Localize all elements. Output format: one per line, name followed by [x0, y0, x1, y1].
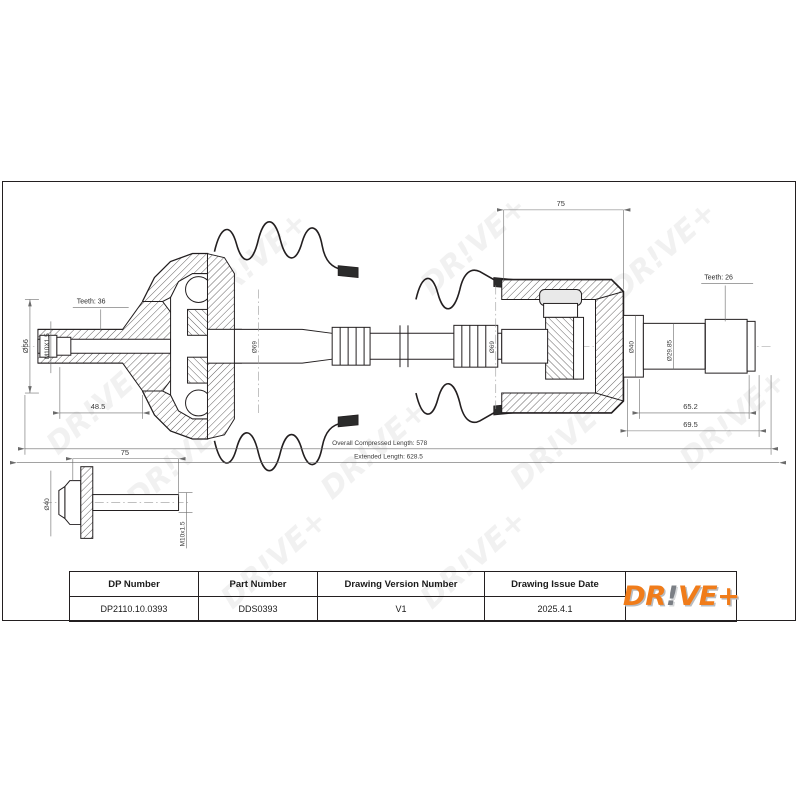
bolt-dia40-label: Ø40 [44, 498, 51, 511]
header-dp-number: DP Number [69, 571, 199, 597]
title-block-value-row: DP2110.10.0393 DDS0393 V1 2025.4.1 [69, 596, 737, 622]
bolt-len75-label: 75 [121, 448, 129, 457]
dim-housing-75: 75 [496, 199, 631, 290]
bellows-bottom-right [415, 383, 503, 424]
len485-label: 48.5 [91, 402, 106, 411]
extended-length-label: Extended Length: 628.5 [354, 454, 423, 461]
dim-dia2985: Ø29.85 [666, 323, 674, 370]
tripod-housing [501, 278, 625, 414]
stub-spline-section [704, 318, 748, 374]
bellows-top-right [415, 269, 503, 310]
dimensions-group: Teeth: 36 Ø56 M10X1.5 [9, 199, 787, 465]
header-issue-date: Drawing Issue Date [484, 571, 626, 597]
bolt-washer-plate [80, 466, 94, 539]
dim-65-2: 65.2 [632, 375, 757, 419]
bolt-flange [58, 485, 66, 520]
teeth-left-label: Teeth: 36 [77, 298, 106, 305]
drawing-frame: DR!VE+ DR!VE+ DR!VE+ DR!VE+ DR!VE+ DR!VE… [2, 181, 796, 622]
tripod-roller-collar [543, 302, 579, 318]
right-splined-stub [622, 314, 756, 378]
outer-cv-joint [37, 252, 242, 440]
header-drawing-version: Drawing Version Number [317, 571, 485, 597]
drive-plus-logo: DR!VE+ [623, 581, 740, 612]
bolt-thread-label: M10x1.5 [180, 521, 187, 546]
tripod-end-cap [595, 290, 624, 402]
dim-overall-length: Overall Compressed Length: 578 [17, 375, 779, 455]
bellows-top-left [213, 221, 355, 273]
shaft-break-symbol [399, 325, 409, 368]
dim-48-5: 48.5 [52, 367, 150, 419]
dim-teeth-left: Teeth: 36 [72, 298, 129, 332]
bolt-detail: 75 Ø40 M10x1.5 [42, 448, 193, 549]
dim-bolt-thread: M10x1.5 [178, 492, 193, 549]
intermediate-shaft [233, 324, 503, 368]
tripod-shaft-entry [501, 328, 549, 364]
dim-bolt-dia40: Ø40 [44, 470, 52, 537]
dia69-left-label: Ø69 [251, 341, 258, 354]
axle-assembly [20, 221, 772, 472]
stub-end-groove [746, 320, 756, 372]
logo-prefix: DR [622, 581, 667, 612]
boot-clamp-bottom-left [337, 414, 359, 428]
dim-thread-left: M10X1.5 [44, 321, 52, 374]
drawing-canvas: DR!VE+ DR!VE+ DR!VE+ DR!VE+ DR!VE+ DR!VE… [9, 190, 793, 616]
thread-left-label: M10X1.5 [44, 333, 51, 359]
len695-label: 69.5 [683, 420, 698, 429]
housing75-label: 75 [557, 199, 565, 208]
dia56-label: Ø56 [21, 339, 30, 353]
overall-compressed-label: Overall Compressed Length: 578 [332, 440, 427, 447]
tripod-trunnion [545, 316, 579, 380]
title-block-table: DP Number Part Number Drawing Version Nu… [69, 571, 740, 622]
svg-text:DR!VE+: DR!VE+ [314, 394, 434, 507]
header-part-number: Part Number [198, 571, 318, 597]
dia40-right-label: Ø40 [628, 341, 635, 354]
dim-teeth-right: Teeth: 26 [701, 275, 754, 322]
value-part-number: DDS0393 [198, 596, 318, 622]
tripod-trunnion-edge [573, 316, 585, 380]
shaft-ribs-right [453, 324, 499, 368]
logo-bang-icon: ! [665, 581, 679, 612]
len652-label: 65.2 [683, 402, 698, 411]
dim-extended-length: Extended Length: 628.5 [9, 454, 787, 465]
teeth-right-label: Teeth: 26 [704, 275, 733, 282]
spline-teeth-left [37, 328, 123, 364]
logo-cell: DR!VE+ [623, 571, 740, 622]
value-dp-number: DP2110.10.0393 [69, 596, 199, 622]
dim-bolt-75: 75 [65, 448, 186, 497]
title-block-header-row: DP Number Part Number Drawing Version Nu… [69, 571, 740, 622]
value-drawing-version: V1 [317, 596, 485, 622]
dia69-right-label: Ø69 [489, 341, 496, 354]
thread-detail-box-2 [56, 336, 72, 356]
dim-dia40-right: Ø40 [628, 315, 636, 378]
dim-dia56: Ø56 [21, 299, 39, 394]
dia2985-label: Ø29.85 [666, 340, 673, 362]
logo-suffix: VE+ [677, 581, 740, 612]
bolt-hex-head [64, 480, 82, 525]
boot-clamp-top-left [337, 265, 359, 279]
value-issue-date: 2025.4.1 [484, 596, 626, 622]
stub-barrel [642, 322, 706, 370]
dim-69-5: 69.5 [620, 375, 767, 437]
shaft-ribs-left [331, 326, 371, 366]
